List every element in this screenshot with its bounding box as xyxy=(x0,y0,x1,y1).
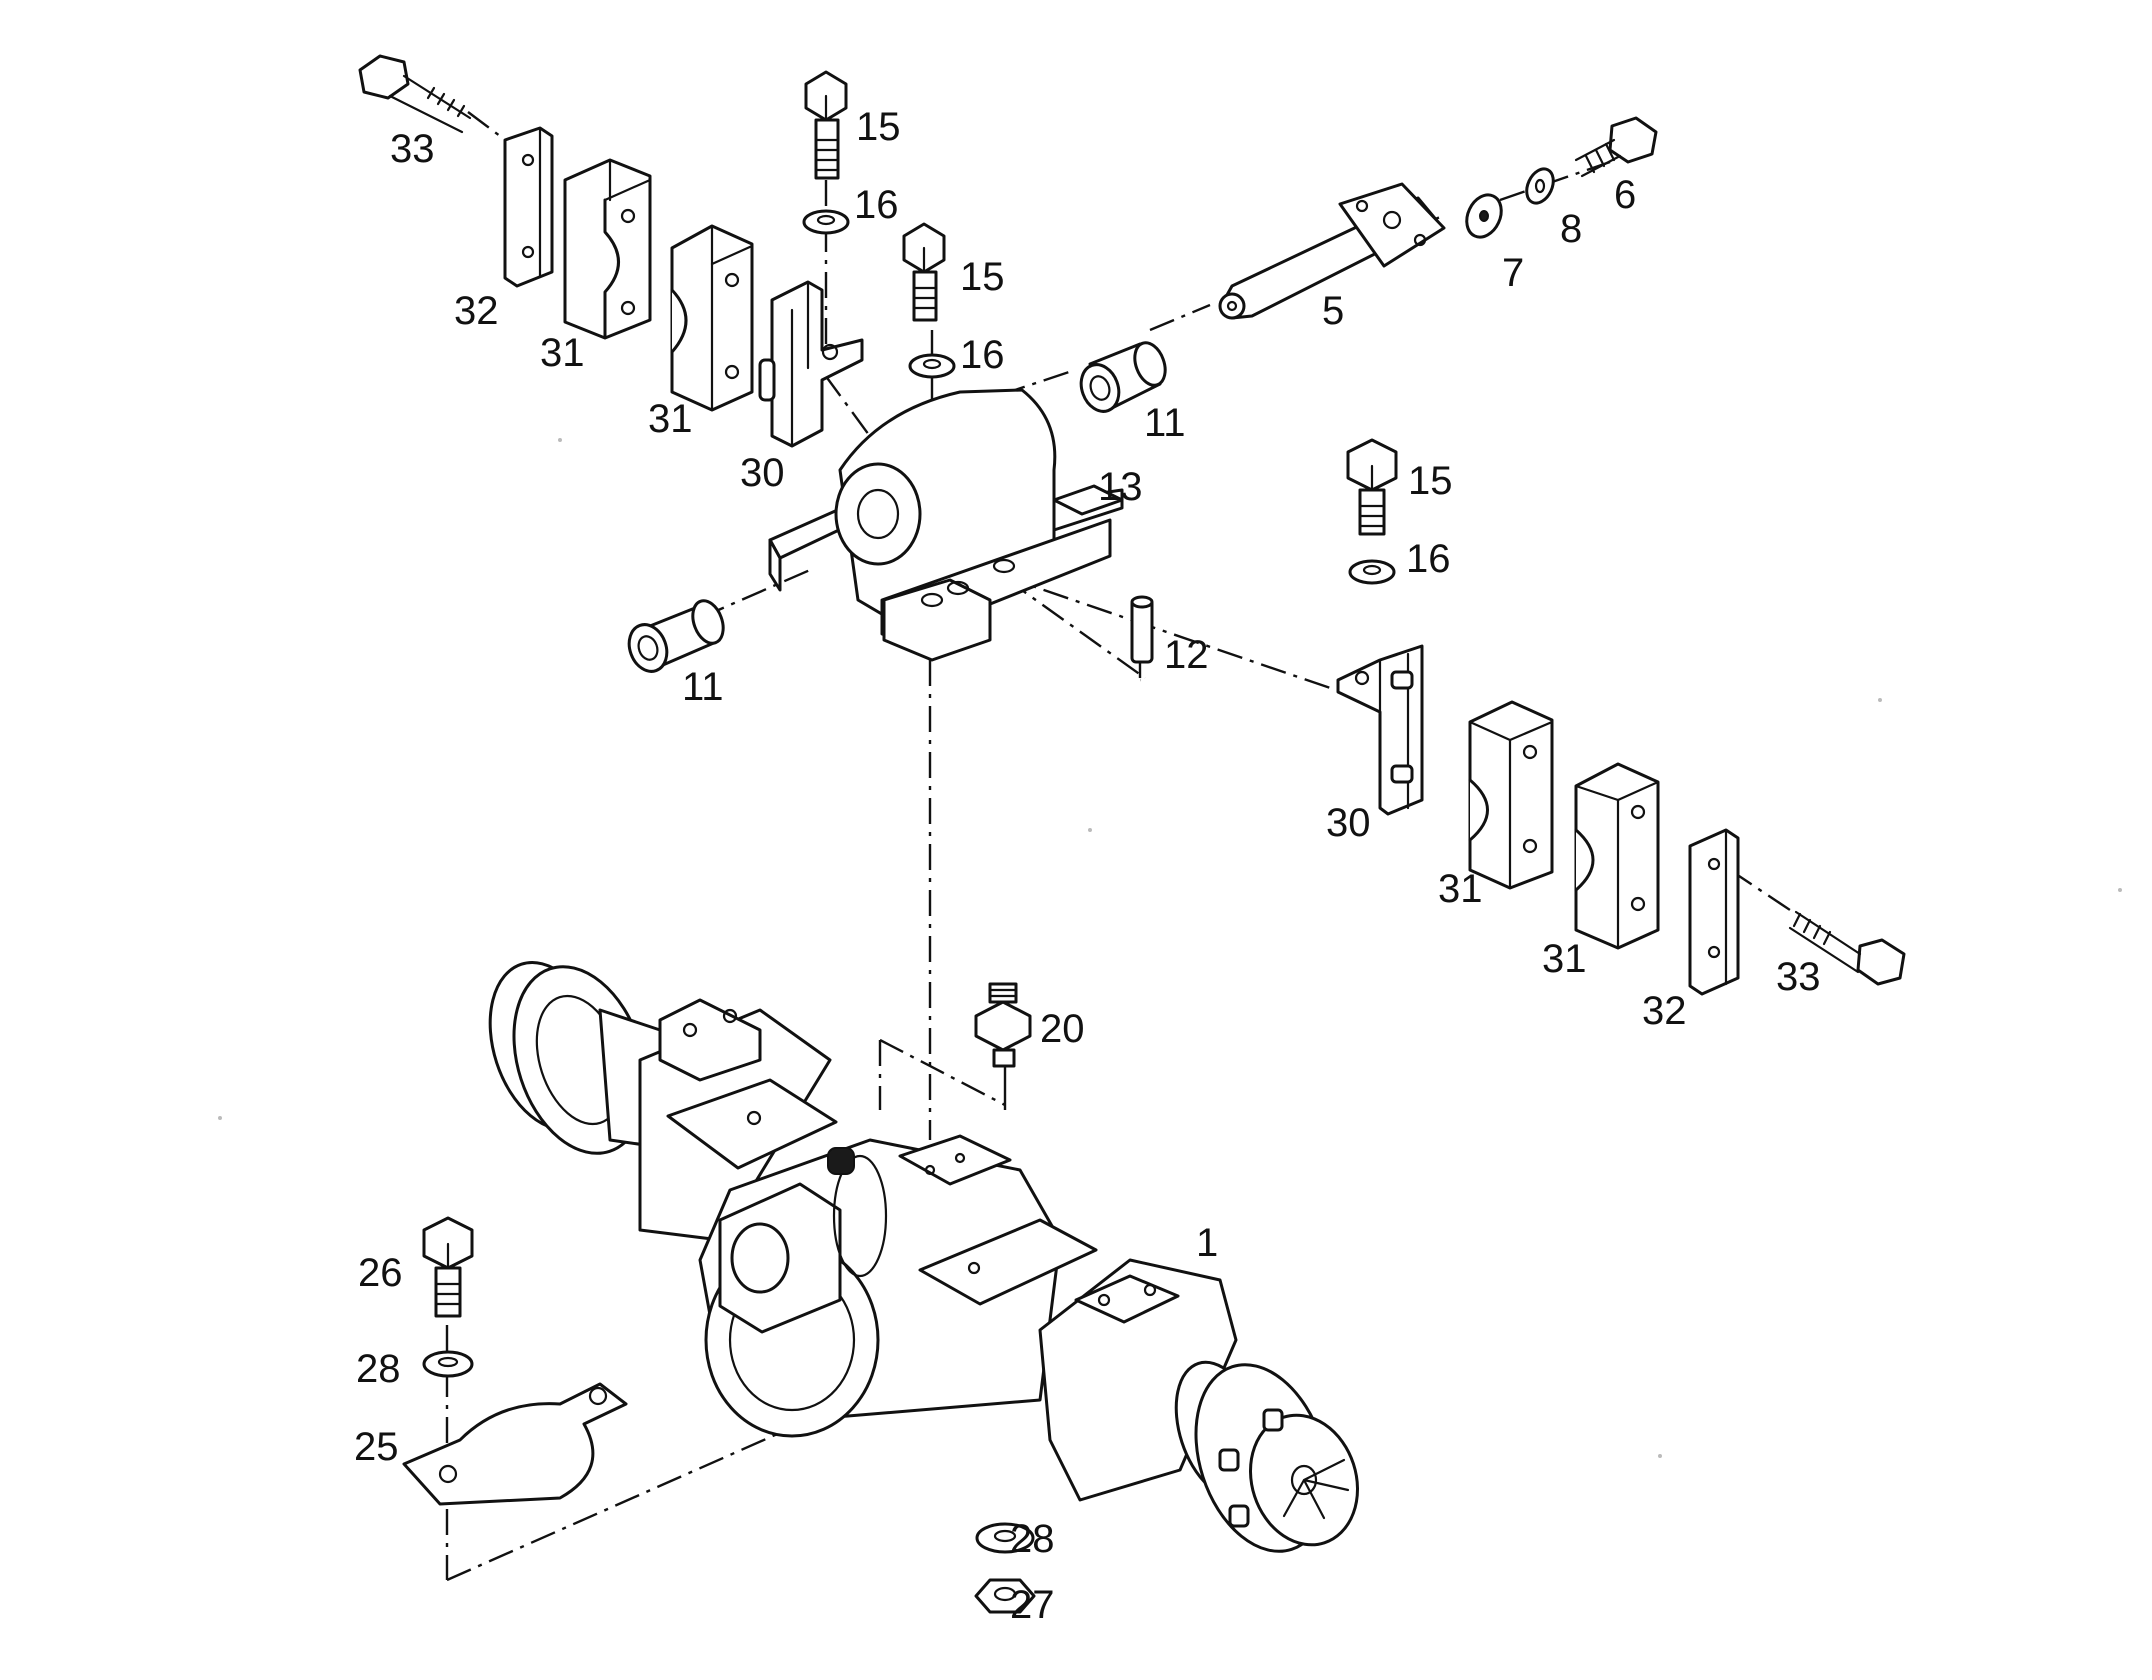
bracket-30-left xyxy=(758,280,864,448)
callout-27: 27 xyxy=(1010,1583,1055,1627)
bolt-26 xyxy=(422,1216,474,1318)
callout-28-b: 28 xyxy=(1010,1517,1055,1561)
callout-15-b: 15 xyxy=(960,255,1005,299)
cover-plate-25 xyxy=(402,1382,628,1506)
callout-20: 20 xyxy=(1040,1007,1085,1051)
clamp-block-31-d xyxy=(1574,762,1660,950)
bushing-11-left xyxy=(627,599,725,673)
callout-16-b: 16 xyxy=(960,333,1005,377)
pivot-pin-5 xyxy=(1218,182,1446,320)
bolt-15-b xyxy=(902,222,946,322)
plate-32-left xyxy=(503,126,554,288)
callout-33-right: 33 xyxy=(1776,955,1821,999)
callout-30-left: 30 xyxy=(740,451,785,495)
clamp-block-31-c xyxy=(1468,700,1554,890)
callout-25: 25 xyxy=(354,1425,399,1469)
plate-32-right xyxy=(1688,828,1740,996)
callout-16-a: 16 xyxy=(854,183,899,227)
washer-16-c xyxy=(1348,559,1396,585)
callout-5: 5 xyxy=(1322,289,1344,333)
breather-fitting-20 xyxy=(974,982,1032,1068)
callout-32-left: 32 xyxy=(454,289,499,333)
callout-26: 26 xyxy=(358,1251,403,1295)
bolt-33-left xyxy=(358,54,472,134)
clamp-block-31-b xyxy=(670,224,754,412)
callout-31-a: 31 xyxy=(540,331,585,375)
callout-31-b: 31 xyxy=(648,397,693,441)
washer-16-a xyxy=(802,209,850,235)
callout-31-c: 31 xyxy=(1438,867,1483,911)
bracket-30-right xyxy=(1336,644,1424,816)
callout-30-right: 30 xyxy=(1326,801,1371,845)
callout-8: 8 xyxy=(1560,207,1582,251)
nut-27 xyxy=(974,1578,1036,1614)
callout-1: 1 xyxy=(1196,1221,1218,1265)
axle-housing-1 xyxy=(488,961,1359,1553)
callout-6: 6 xyxy=(1614,173,1636,217)
lock-washer-8 xyxy=(1525,167,1555,205)
pivot-bracket-13 xyxy=(768,388,1124,662)
callout-12: 12 xyxy=(1164,633,1209,677)
bolt-15-a xyxy=(804,70,848,180)
washer-28-b xyxy=(975,1522,1035,1554)
washer-28-a xyxy=(422,1350,474,1378)
bolt-33-right xyxy=(1788,910,1906,986)
callout-11-right: 11 xyxy=(1144,401,1186,445)
callout-16-c: 16 xyxy=(1406,537,1451,581)
callout-33-left: 33 xyxy=(390,127,435,171)
callout-15-a: 15 xyxy=(856,105,901,149)
bushing-11-right xyxy=(1079,341,1167,413)
callout-11-left: 11 xyxy=(682,665,724,709)
clamp-block-31-a xyxy=(563,158,652,340)
bolt-15-c xyxy=(1346,438,1398,536)
callout-28-a: 28 xyxy=(356,1347,401,1391)
roll-pin-12 xyxy=(1130,595,1154,664)
scan-specks xyxy=(218,438,2122,1458)
washer-16-b xyxy=(908,353,956,379)
bolt-6 xyxy=(1574,116,1658,178)
callout-7: 7 xyxy=(1502,251,1524,295)
washer-7 xyxy=(1465,193,1503,239)
callout-labels: 33 32 31 31 30 15 16 15 16 5 7 8 6 11 13… xyxy=(354,105,1821,1627)
callout-31-d: 31 xyxy=(1542,937,1587,981)
callout-15-c: 15 xyxy=(1408,459,1453,503)
callout-13: 13 xyxy=(1098,465,1143,509)
callout-32-right: 32 xyxy=(1642,989,1687,1033)
